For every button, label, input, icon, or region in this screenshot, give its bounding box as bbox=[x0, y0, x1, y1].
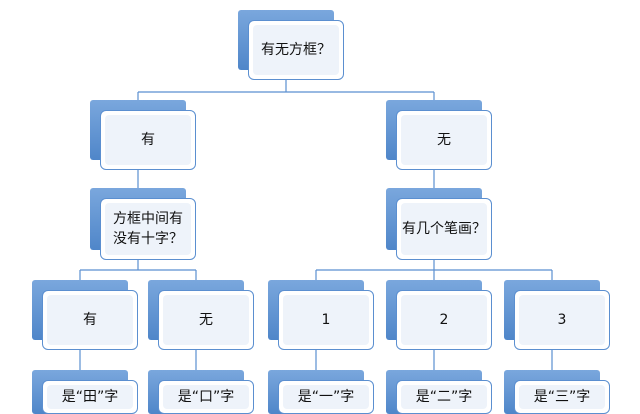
node-stroke-1-label: 1 bbox=[321, 312, 331, 328]
node-stroke-3-label: 3 bbox=[557, 312, 567, 328]
node-stroke-2-label: 2 bbox=[439, 312, 449, 328]
node-char-tian-label: 是“田”字 bbox=[61, 389, 119, 405]
connector-stroke-question-to-counts bbox=[315, 260, 553, 280]
node-char-er-label: 是“二”字 bbox=[415, 389, 473, 405]
connector-cross-question-to-answers bbox=[79, 260, 197, 280]
connector-root-to-level2 bbox=[137, 80, 435, 100]
node-cross-no-label: 无 bbox=[199, 312, 213, 328]
node-cross-question-label: 方框中间有 没有十字？ bbox=[113, 211, 183, 247]
connector-answers-to-characters bbox=[79, 350, 553, 370]
node-cross-yes-label: 有 bbox=[83, 312, 97, 328]
node-char-kou-label: 是“口”字 bbox=[177, 389, 235, 405]
node-no-box-label: 无 bbox=[437, 132, 451, 148]
node-stroke-question-label: 有几个笔画？ bbox=[402, 221, 486, 237]
node-has-box-label: 有 bbox=[141, 132, 155, 148]
node-char-san-label: 是“三”字 bbox=[533, 389, 591, 405]
node-char-yi-label: 是“一”字 bbox=[297, 389, 355, 405]
node-root-label: 有无方框？ bbox=[261, 42, 331, 58]
